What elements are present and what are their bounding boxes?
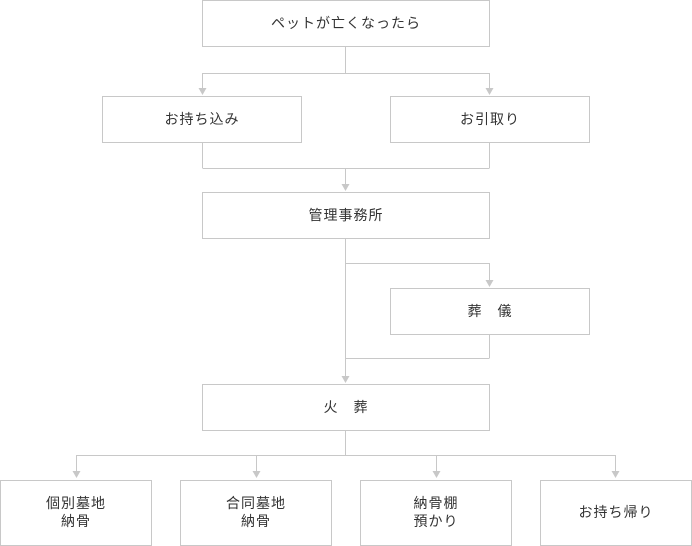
node-start-label: ペットが亡くなったら: [271, 15, 421, 32]
node-shared-grave: 合同墓地 納骨: [180, 480, 332, 546]
node-take-home-label: お持ち帰り: [578, 505, 654, 521]
node-pickup: お引取り: [390, 96, 590, 143]
arrowhead: [485, 280, 494, 287]
node-funeral-label: 葬 儀: [467, 303, 513, 320]
node-shared-grave-label: 合同墓地 納骨: [226, 496, 286, 530]
arrowhead: [485, 88, 494, 95]
arrowhead: [252, 471, 261, 478]
arrowhead: [72, 471, 81, 478]
node-take-home: お持ち帰り: [540, 480, 692, 546]
node-individual-grave: 個別墓地 納骨: [0, 480, 152, 546]
arrowhead: [611, 471, 620, 478]
node-pickup-label: お引取り: [460, 111, 520, 128]
node-bring-in: お持ち込み: [102, 96, 302, 143]
node-funeral: 葬 儀: [390, 288, 590, 335]
node-office-label: 管理事務所: [308, 207, 384, 224]
node-cremation-label: 火 葬: [323, 399, 369, 416]
node-ossuary-shelf: 納骨棚 預かり: [360, 480, 512, 546]
node-office: 管理事務所: [202, 192, 490, 239]
node-individual-grave-label: 個別墓地 納骨: [46, 496, 106, 530]
arrowhead: [341, 376, 350, 383]
arrowhead: [432, 471, 441, 478]
node-ossuary-shelf-label: 納骨棚 預かり: [413, 496, 459, 530]
node-start: ペットが亡くなったら: [202, 0, 490, 47]
node-cremation: 火 葬: [202, 384, 490, 431]
arrowhead: [341, 184, 350, 191]
arrowhead: [198, 88, 207, 95]
node-bring-in-label: お持ち込み: [164, 111, 240, 128]
